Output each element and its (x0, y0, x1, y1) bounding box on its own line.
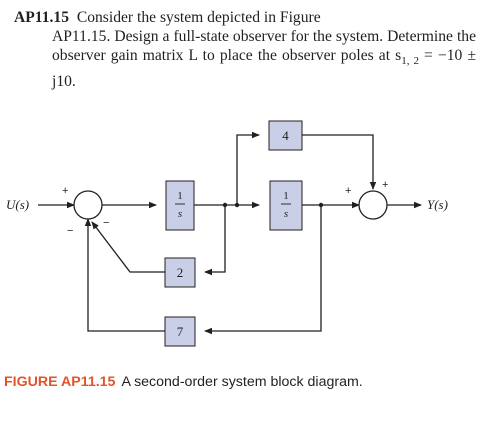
gain-block-top (268, 120, 303, 151)
top-branch-wire (236, 131, 260, 205)
integrator-block-1 (165, 180, 195, 231)
int2-denominator: s (284, 208, 288, 220)
sum2-sign-left: + (345, 185, 351, 197)
mid-feedback-out (91, 221, 165, 273)
pole-equation: = −10 ± j10. (52, 47, 477, 90)
gain-block-mid (164, 257, 196, 288)
int2-numerator: 1 (283, 190, 289, 202)
sum-junction-2 (358, 190, 388, 220)
pole-subscript: 1, 2 (401, 55, 419, 68)
junction-dot-1 (222, 202, 228, 208)
problem-label: AP11.15 (14, 9, 70, 26)
output-label: Y(s) (427, 197, 448, 212)
gain4-to-sum2-wire (302, 134, 377, 190)
gain-bottom-value: 7 (177, 324, 184, 339)
sum2-sign-top: + (382, 179, 388, 191)
int1-numerator: 1 (177, 190, 183, 202)
figure-label: FIGURE AP11.15 (4, 374, 116, 390)
mid-feedback-in (204, 205, 226, 276)
gain-mid-value: 2 (177, 265, 184, 280)
problem-line-1: Consider the system depicted in Figure (76, 9, 321, 26)
int1-denominator: s (178, 208, 182, 220)
sum1-sign-bottom: − (103, 217, 109, 229)
integrator-block-2 (269, 180, 303, 231)
sum-junction-1 (73, 190, 103, 220)
junction-dot-3 (318, 202, 324, 208)
gain-block-bottom (164, 316, 196, 347)
bottom-feedback-out (84, 218, 165, 332)
figure-caption: FIGURE AP11.15 A second-order system bloc… (4, 373, 444, 391)
bottom-feedback-in (204, 205, 322, 335)
sum1-sign-top: + (62, 185, 68, 197)
gain-top-value: 4 (282, 128, 289, 143)
junction-dot-2 (234, 202, 240, 208)
caption-text: A second-order system block diagram. (121, 374, 363, 390)
problem-statement: AP11.15 Consider the system depicted in … (14, 8, 476, 91)
sum1-sign-left-bottom: − (67, 225, 73, 237)
input-label: U(s) (6, 197, 29, 212)
problem-text: AP11.15. Design a full-state observer fo… (52, 28, 476, 65)
